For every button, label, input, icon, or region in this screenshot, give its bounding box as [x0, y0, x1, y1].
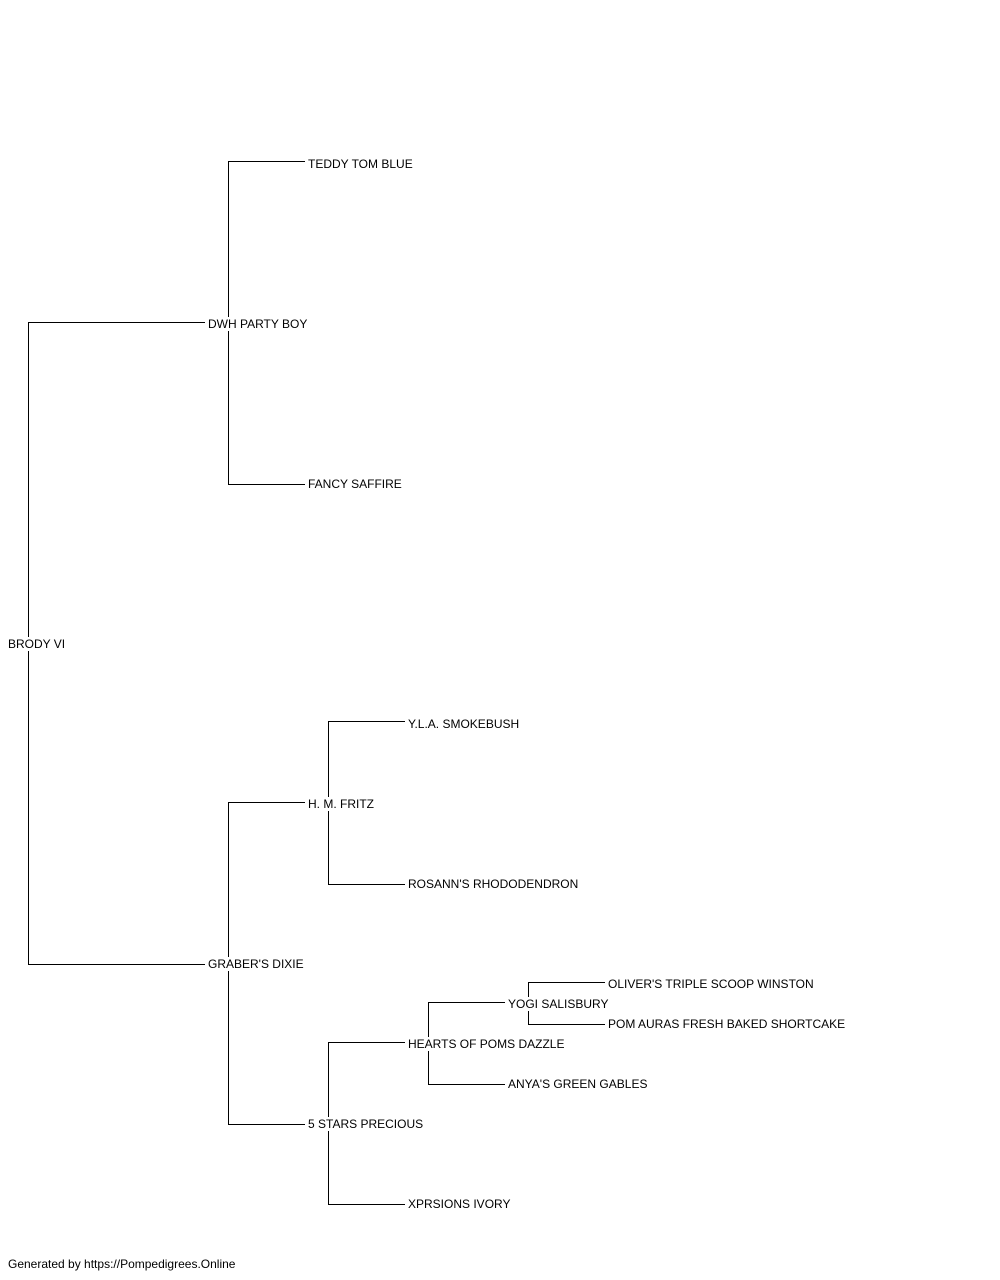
node-dam-dam-sire-sire: YOGI SALISBURY — [508, 997, 610, 1011]
node-dam-dam-sire-sire-sire: OLIVER'S TRIPLE SCOOP WINSTON — [608, 977, 815, 991]
node-sire: DWH PARTY BOY — [208, 317, 309, 331]
node-sire-dam: FANCY SAFFIRE — [308, 477, 403, 491]
footer-credit: Generated by https://Pompedigrees.Online — [8, 1257, 236, 1271]
node-dam-dam: 5 STARS PRECIOUS — [308, 1117, 425, 1131]
node-dam-dam-sire: HEARTS OF POMS DAZZLE — [408, 1037, 566, 1051]
node-sire-sire: TEDDY TOM BLUE — [308, 157, 414, 171]
node-subject: BRODY VI — [8, 637, 67, 651]
node-dam-dam-dam: XPRSIONS IVORY — [408, 1197, 512, 1211]
node-dam-dam-sire-sire-dam: POM AURAS FRESH BAKED SHORTCAKE — [608, 1017, 847, 1031]
node-dam: GRABER'S DIXIE — [208, 957, 305, 971]
node-dam-sire-dam: ROSANN'S RHODODENDRON — [408, 877, 580, 891]
node-dam-sire: H. M. FRITZ — [308, 797, 375, 811]
node-dam-dam-sire-dam: ANYA'S GREEN GABLES — [508, 1077, 649, 1091]
node-dam-sire-sire: Y.L.A. SMOKEBUSH — [408, 717, 521, 731]
